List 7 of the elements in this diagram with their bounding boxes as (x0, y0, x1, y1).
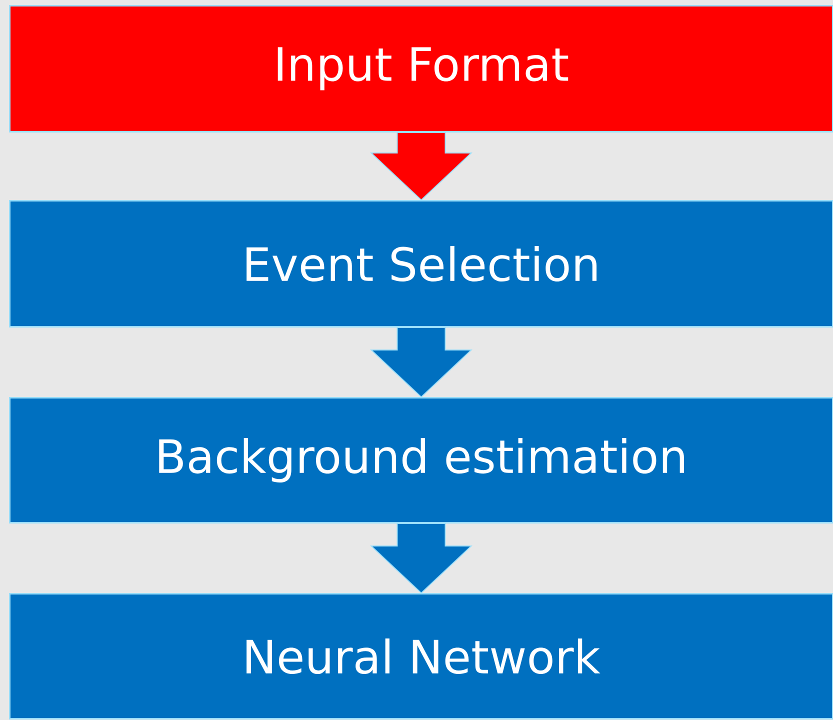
process-box: Background estimation (9, 397, 833, 524)
process-box: Event Selection (9, 200, 833, 328)
process-box: Input Format (9, 5, 833, 132)
block-arrow (370, 327, 473, 398)
process-box: Neural Network (9, 593, 833, 720)
block-arrow (370, 132, 473, 201)
block-arrow (370, 523, 473, 594)
